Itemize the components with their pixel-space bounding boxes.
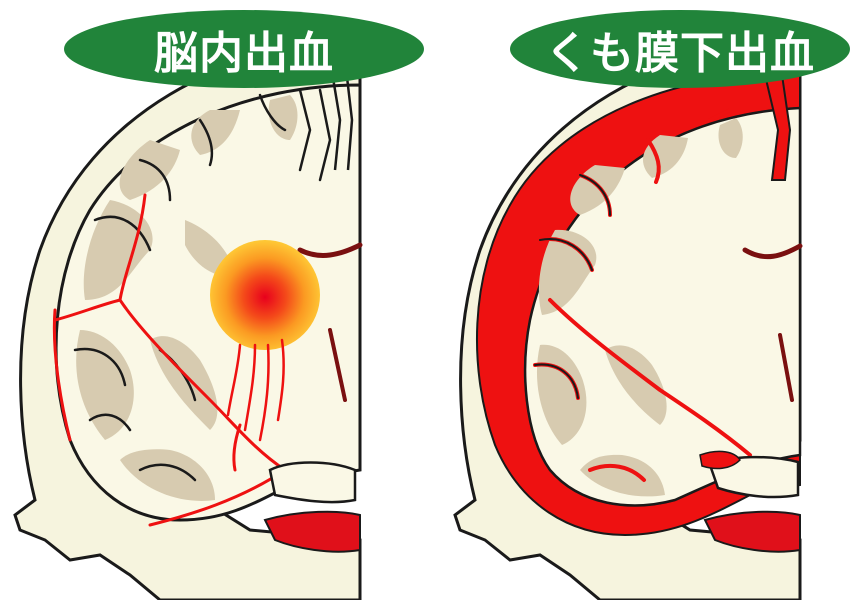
- label-subarachnoid-hemorrhage: くも膜下出血: [510, 10, 850, 88]
- brain-cross-section-right: [430, 0, 857, 600]
- label-intracerebral-hemorrhage: 脳内出血: [64, 10, 424, 88]
- panel-subarachnoid-hemorrhage: くも膜下出血: [430, 0, 857, 600]
- panel-intracerebral-hemorrhage: 脳内出血: [0, 0, 430, 600]
- brain-cross-section-left: [0, 0, 430, 600]
